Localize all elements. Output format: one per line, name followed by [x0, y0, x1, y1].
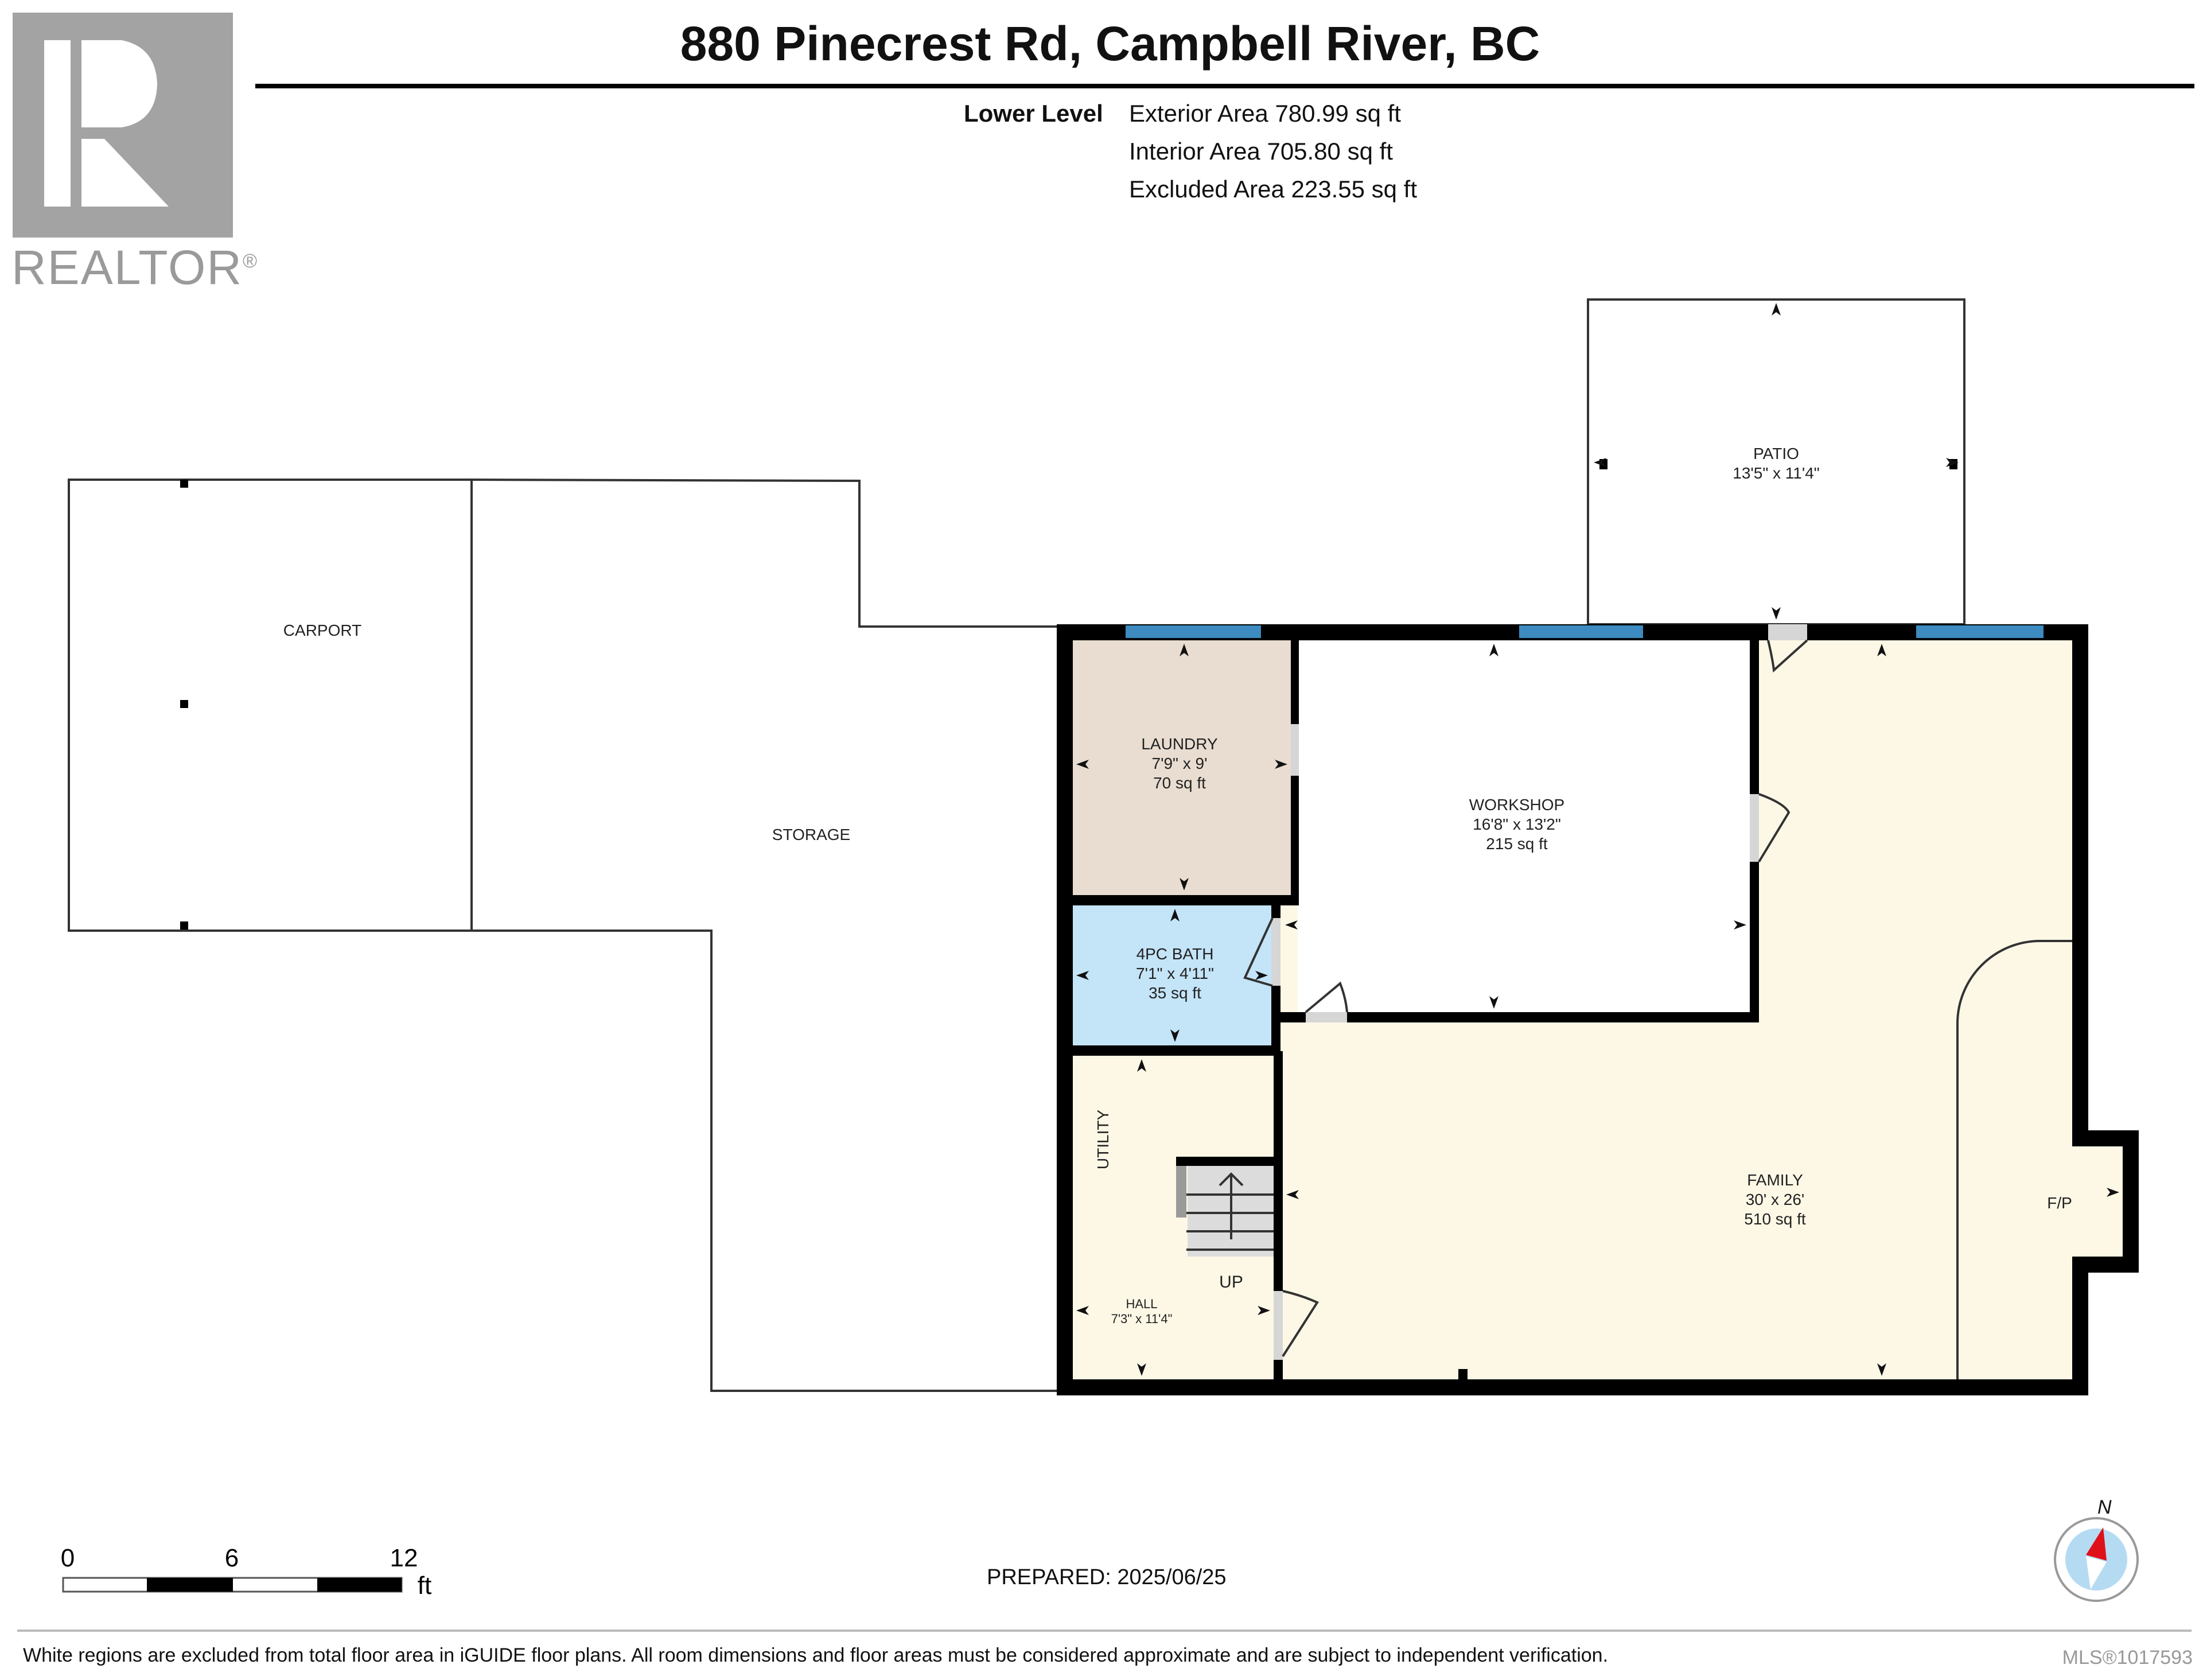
carport-outline: [68, 479, 473, 932]
carport-name: CARPORT: [283, 621, 361, 639]
laundry-dims: 7'9" x 9': [1152, 755, 1208, 772]
bath-dims: 7'1" x 4'11": [1136, 965, 1214, 982]
realtor-wordmark: REALTOR®: [11, 240, 259, 294]
laundry-area: 70 sq ft: [1153, 774, 1206, 792]
laundry-fill: [1073, 640, 1291, 895]
laundry-name: LAUNDRY: [1141, 735, 1218, 753]
prepared-date: PREPARED: 2025/06/25: [987, 1565, 1227, 1589]
patio-dims: 13'5" x 11'4": [1733, 464, 1819, 482]
hall-dims: 7'3" x 11'4": [1111, 1312, 1173, 1326]
room-fills: [1073, 640, 2123, 1379]
family-name: FAMILY: [1747, 1171, 1803, 1189]
storage-outline-bottom: [472, 930, 1057, 1392]
compass-north-label: N: [2097, 1496, 2112, 1518]
workshop-fill: [1298, 640, 1752, 1016]
scale-tick-0: 0: [61, 1544, 75, 1572]
page-title: 880 Pinecrest Rd, Campbell River, BC: [680, 17, 1540, 71]
bath-name: 4PC BATH: [1136, 945, 1214, 963]
family-dims: 30' x 26': [1746, 1191, 1805, 1208]
realtor-r-icon: [13, 13, 233, 238]
fireplace-label: F/P: [2047, 1194, 2072, 1212]
compass-icon: [2054, 1517, 2139, 1602]
storage-name: STORAGE: [772, 826, 850, 843]
bath-fill: [1073, 905, 1271, 1045]
windows: [1126, 625, 2044, 638]
patio-name: PATIO: [1753, 445, 1799, 462]
disclaimer-text: White regions are excluded from total fl…: [23, 1644, 1609, 1666]
workshop-dims: 16'8" x 13'2": [1473, 815, 1561, 833]
stairs-up-label: UP: [1219, 1273, 1243, 1292]
interior-area: Interior Area 705.80 sq ft: [1129, 138, 1393, 165]
fireplace-hearth-line: [1956, 940, 2072, 1379]
workshop-area: 215 sq ft: [1486, 835, 1548, 853]
storage-outline-top: [471, 479, 1057, 628]
bath-area: 35 sq ft: [1149, 984, 1201, 1002]
scale-tick-12: 12: [390, 1544, 418, 1572]
family-area: 510 sq ft: [1744, 1210, 1806, 1228]
bottom-wall-marker: [1458, 1369, 1468, 1379]
scale-unit: ft: [418, 1572, 431, 1600]
scale-tick-6: 6: [225, 1544, 239, 1572]
hall-name: HALL: [1126, 1297, 1157, 1311]
scale-bar: 0 6 12 ft: [61, 1544, 431, 1600]
doors: [1243, 624, 1808, 1360]
excluded-area: Excluded Area 223.55 sq ft: [1129, 176, 1418, 203]
footer-divider: [17, 1630, 2192, 1632]
utility-name: UTILITY: [1094, 1110, 1112, 1170]
mls-number: MLS®1017593: [2062, 1647, 2193, 1669]
carport-posts: [180, 480, 188, 930]
stairs: [1176, 1157, 1277, 1257]
exterior-area: Exterior Area 780.99 sq ft: [1129, 100, 1401, 127]
excluded-areas: [68, 298, 1965, 1392]
title-divider: [255, 84, 2194, 88]
level-label: Lower Level: [964, 100, 1103, 127]
workshop-name: WORKSHOP: [1469, 796, 1564, 814]
measurement-arrows: [1076, 303, 2119, 1376]
realtor-logo: [13, 13, 233, 238]
